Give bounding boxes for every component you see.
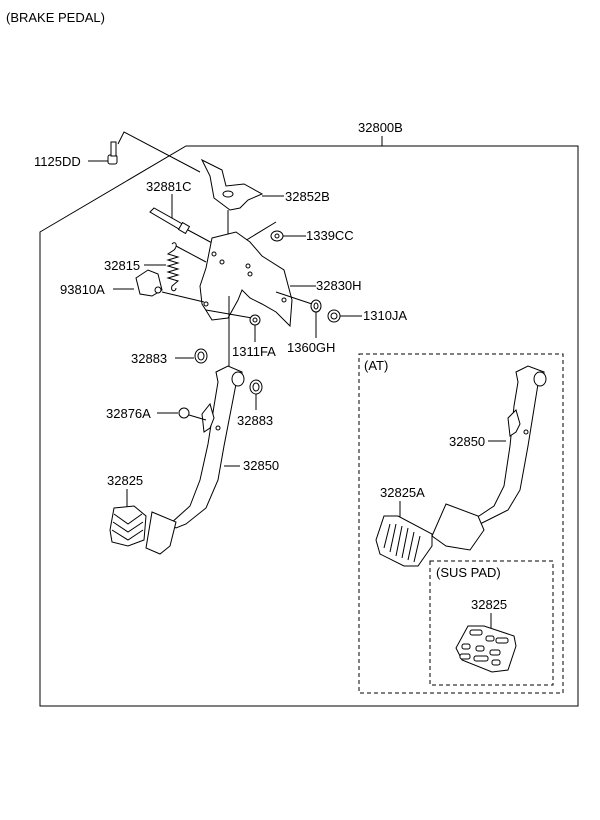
- label-nut-right: 1310JA: [363, 308, 407, 323]
- label-pedal-pad: 32825: [107, 473, 143, 488]
- label-bracket: 32852B: [285, 189, 330, 204]
- pedal-arm-icon: [145, 365, 245, 555]
- label-spring: 32815: [104, 258, 140, 273]
- diagram-title: (BRAKE PEDAL): [6, 10, 105, 25]
- label-sus-pad-section: (SUS PAD): [436, 565, 501, 580]
- label-at-pedal-arm: 32850: [449, 434, 485, 449]
- label-stopper: 32876A: [106, 406, 151, 421]
- label-at-pedal-pad: 32825A: [380, 485, 425, 500]
- spring-icon: [166, 242, 180, 292]
- label-bolt: 1125DD: [34, 154, 81, 169]
- label-nut-top: 1339CC: [306, 228, 354, 243]
- at-pedal-arm-icon: [431, 365, 547, 551]
- label-assembly: 32800B: [358, 120, 403, 135]
- assembly-frame: [39, 145, 579, 707]
- at-pedal-pad-icon: [375, 515, 433, 567]
- sus-pedal-pad-icon: [455, 625, 517, 673]
- washer-icon: [310, 299, 322, 313]
- at-section-frame: [358, 353, 564, 694]
- label-bushing-left: 32883: [131, 351, 167, 366]
- label-at-section: (AT): [364, 358, 388, 373]
- label-switch: 93810A: [60, 282, 105, 297]
- bolt-icon: [107, 141, 118, 165]
- nut-mid-icon: [249, 314, 261, 326]
- pin-icon: [149, 207, 191, 235]
- label-pedal-arm: 32850: [243, 458, 279, 473]
- bracket-icon: [200, 158, 264, 211]
- label-nut-mid: 1311FA: [232, 344, 276, 359]
- label-washer: 1360GH: [287, 340, 335, 355]
- pedal-member-icon: [199, 231, 293, 328]
- sus-pad-section-frame: [429, 560, 554, 686]
- brake-switch-icon: [135, 269, 163, 297]
- label-member: 32830H: [316, 278, 362, 293]
- label-sus-pedal-pad: 32825: [471, 597, 507, 612]
- bushing-left-icon: [194, 348, 208, 364]
- bushing-right-icon: [249, 379, 263, 395]
- pedal-pad-icon: [109, 505, 147, 547]
- label-pin: 32881C: [146, 179, 192, 194]
- stopper-icon: [178, 407, 190, 419]
- nut-top-icon: [270, 230, 284, 242]
- label-bushing-right: 32883: [237, 413, 273, 428]
- nut-right-icon: [327, 309, 341, 323]
